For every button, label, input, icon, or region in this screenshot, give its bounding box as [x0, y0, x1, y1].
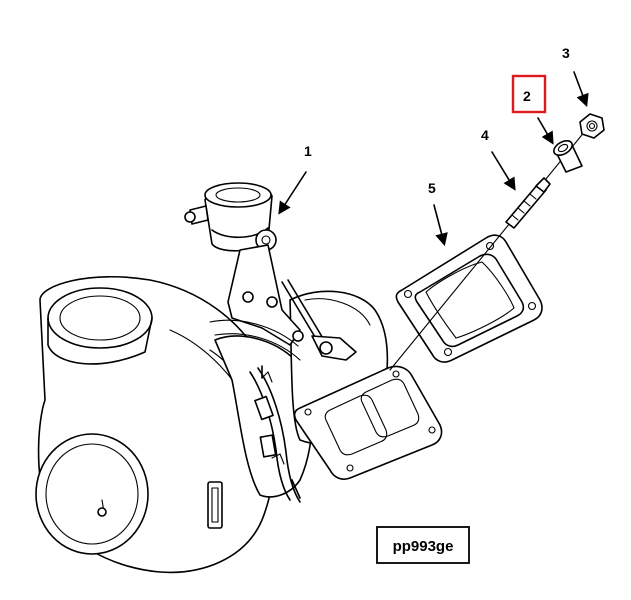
turbocharger-assembly	[35, 182, 443, 574]
actuator-rod	[281, 281, 319, 343]
v-band-clamp	[249, 371, 291, 501]
callout-3-label: 3	[562, 45, 570, 61]
callout-5-arrow	[433, 204, 448, 247]
callout-3-arrow	[573, 71, 589, 107]
callout-2-arrow	[537, 117, 554, 145]
callout-1-label: 1	[304, 143, 312, 159]
callout-2-label: 2	[523, 88, 531, 104]
callout-4-label: 4	[481, 127, 489, 143]
spacer	[553, 139, 583, 173]
callout-4-arrow	[491, 151, 516, 191]
callout-5-label: 5	[428, 180, 436, 196]
turbine-gasket	[395, 234, 543, 363]
assembly-centerline	[389, 124, 591, 371]
turbine-inlet-flange	[293, 365, 443, 480]
hex-nut	[579, 113, 605, 139]
compressor-outlet	[35, 433, 149, 555]
callout-1-arrow	[278, 171, 307, 215]
callout-2-highlight-box	[511, 74, 547, 114]
mounting-stud	[505, 177, 551, 229]
reference-code-box	[376, 526, 470, 564]
reference-code: pp993ge	[393, 538, 454, 555]
compressor-inlet	[47, 287, 153, 349]
actuator-bracket	[227, 244, 301, 346]
nameplate	[207, 481, 223, 529]
